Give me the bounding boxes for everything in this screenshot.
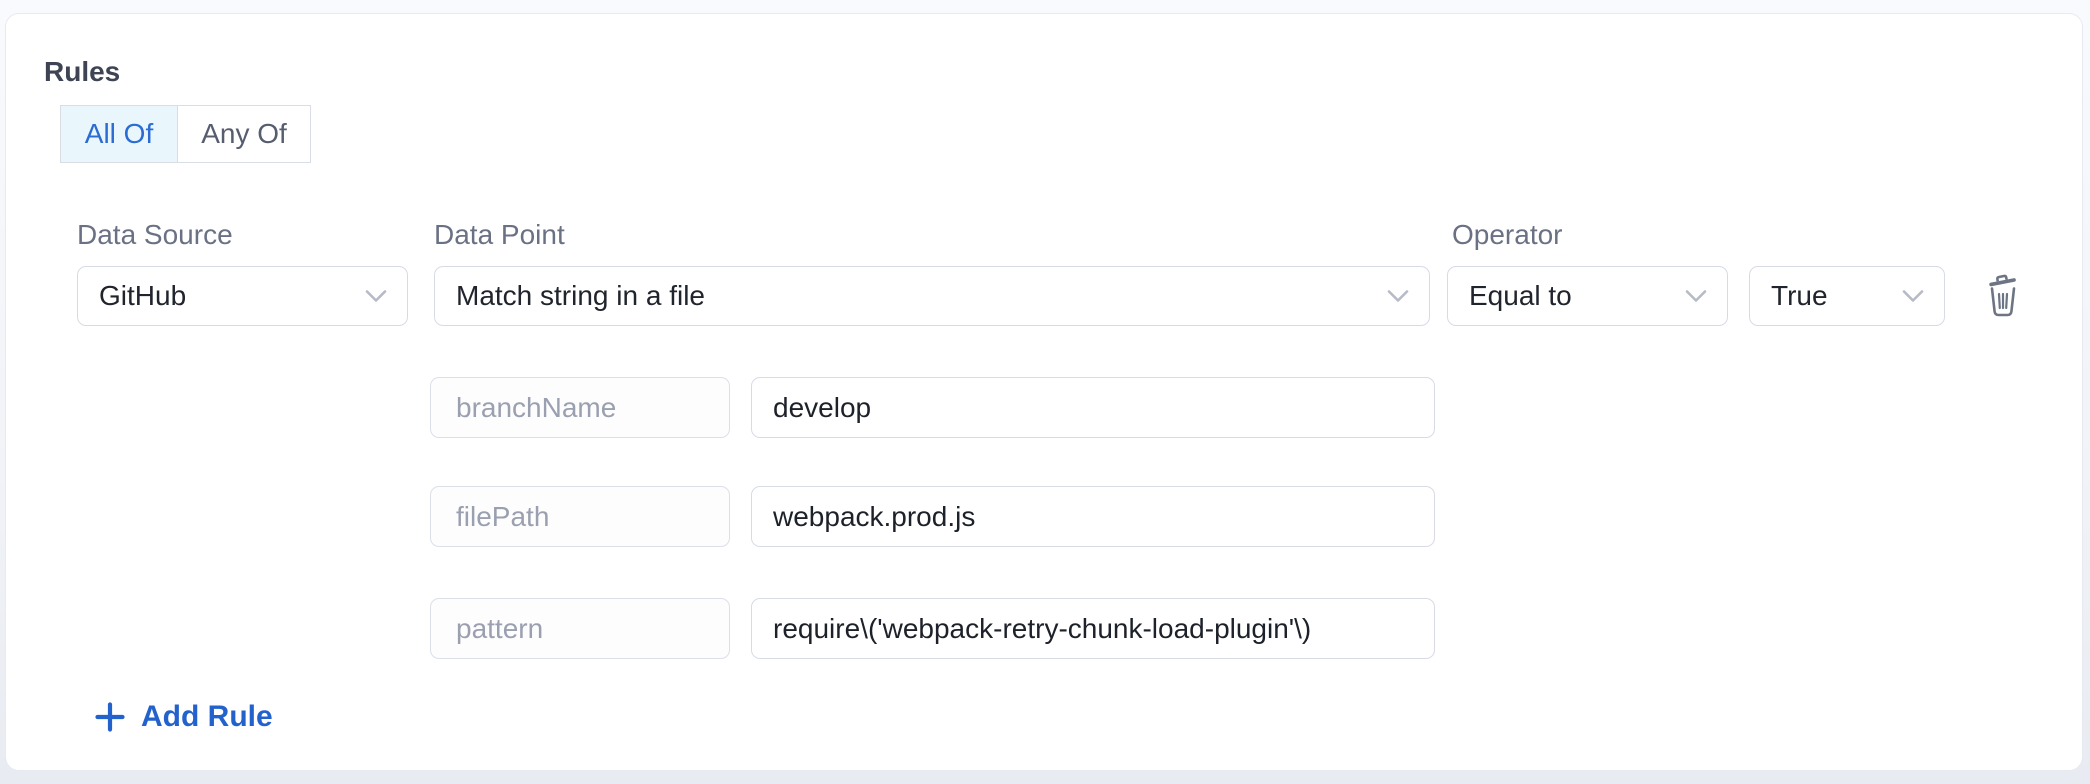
data-point-label: Data Point [434,219,565,250]
expected-value: True [1771,280,1828,311]
delete-rule-button[interactable] [1978,270,2028,322]
add-rule-label: Add Rule [141,700,273,733]
data-source-value: GitHub [99,280,187,311]
plus-icon [95,702,125,732]
toggle-any-of[interactable]: Any Of [177,105,311,163]
operator-value: Equal to [1469,280,1572,311]
rules-section-title: Rules [44,56,121,87]
data-point-value: Match string in a file [456,280,705,311]
param-input-filepath[interactable] [751,486,1435,547]
chevron-down-icon [1387,290,1409,302]
param-name-pattern: pattern [430,598,730,659]
param-name-filepath: filePath [430,486,730,547]
toggle-all-of[interactable]: All Of [60,105,178,163]
operator-label: Operator [1452,219,1563,250]
operator-select[interactable]: Equal to [1447,266,1728,326]
data-point-select[interactable]: Match string in a file [434,266,1430,326]
param-name-branchname: branchName [430,377,730,438]
trash-icon [1989,274,2016,317]
param-input-branchname[interactable] [751,377,1435,438]
chevron-down-icon [1902,290,1924,302]
chevron-down-icon [1685,290,1707,302]
data-source-label: Data Source [77,219,233,250]
match-mode-toggle: All Of Any Of [60,105,311,163]
add-rule-button[interactable]: Add Rule [94,696,273,738]
expected-value-select[interactable]: True [1749,266,1945,326]
data-source-select[interactable]: GitHub [77,266,408,326]
chevron-down-icon [365,290,387,302]
rules-card: Rules All Of Any Of Data Source Data Poi… [5,13,2083,771]
param-input-pattern[interactable] [751,598,1435,659]
